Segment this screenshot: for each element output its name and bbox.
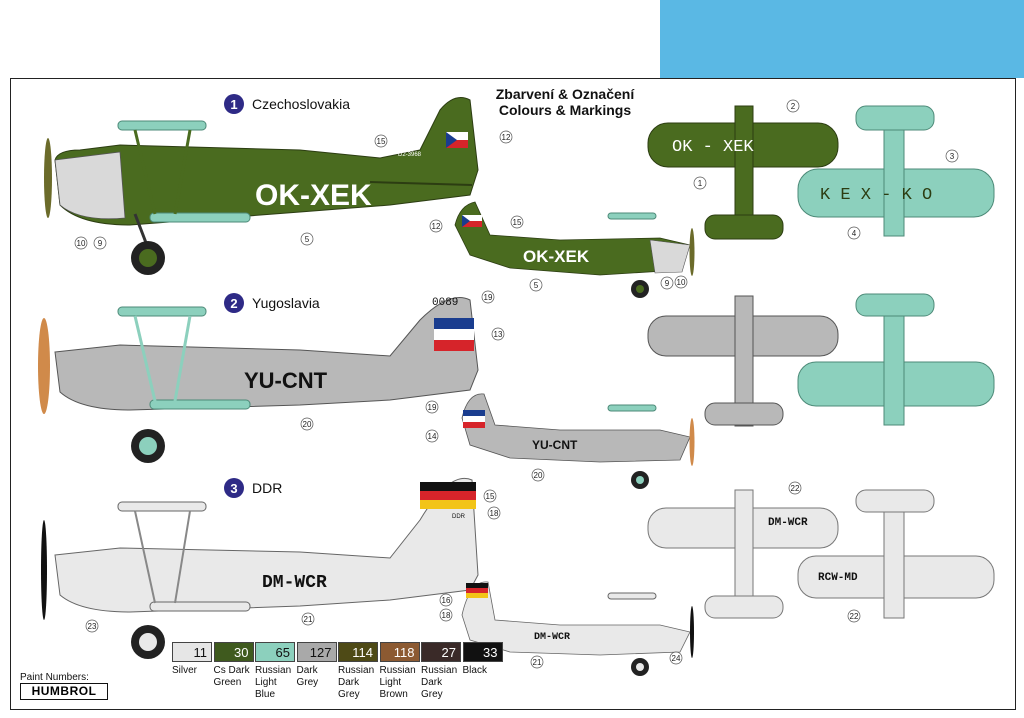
svg-text:18: 18 [490, 509, 499, 518]
svg-text:RCW-MD: RCW-MD [818, 572, 858, 584]
aircraft-1-plan-views: OK - XEK K E X - K O [647, 105, 995, 240]
svg-text:19: 19 [484, 293, 493, 302]
swatch-code: 114 [338, 642, 378, 662]
aircraft-3-side-small: DM-WCR [461, 581, 694, 676]
heading-czech: Zbarvení & Označení [495, 86, 635, 102]
scheme-number-badge: 1 [224, 94, 244, 114]
svg-text:16: 16 [442, 596, 451, 605]
swatch-name: Dark Grey [296, 665, 319, 688]
swatch-code: 127 [296, 642, 337, 662]
svg-text:DM-WCR: DM-WCR [768, 517, 808, 529]
svg-text:22: 22 [791, 484, 800, 493]
swatch-name: Russian Light Blue [255, 665, 292, 700]
svg-text:18: 18 [442, 611, 451, 620]
svg-text:YU-CNT: YU-CNT [532, 438, 578, 452]
paint-numbers-label: Paint Numbers: [20, 672, 89, 683]
svg-text:10: 10 [677, 278, 686, 287]
scheme-number-badge: 2 [224, 293, 244, 313]
svg-text:K E X - K O: K E X - K O [820, 186, 932, 205]
svg-text:DDR: DDR [452, 514, 466, 520]
aircraft-2-plan-views [647, 293, 995, 427]
aircraft-2-side-small: YU-CNT [461, 393, 695, 489]
svg-text:20: 20 [303, 420, 312, 429]
svg-text:5: 5 [534, 281, 539, 290]
svg-text:15: 15 [377, 137, 386, 146]
swatch-name: Black [462, 665, 487, 676]
aircraft-1-side-small: OK-XEK [454, 201, 695, 298]
svg-text:21: 21 [304, 615, 313, 624]
swatch-name: Silver [172, 665, 198, 676]
swatch-name: Russian Dark Grey [421, 665, 458, 700]
svg-text:2: 2 [791, 102, 796, 111]
scheme-3-title: 3 DDR [224, 478, 282, 498]
aircraft-3-plan-views: DM-WCR RCW-MD [647, 489, 995, 619]
swatch-code: 30 [213, 642, 254, 662]
svg-text:9: 9 [665, 279, 670, 288]
paint-swatch: 30 Cs Dark Green [213, 642, 254, 689]
svg-text:5: 5 [305, 235, 310, 244]
svg-text:22: 22 [850, 612, 859, 621]
svg-text:21: 21 [533, 658, 542, 667]
svg-text:OK - XEK: OK - XEK [672, 138, 754, 157]
svg-text:19: 19 [428, 403, 437, 412]
scheme-1-title: 1 Czechoslovakia [224, 94, 350, 114]
svg-text:YU-CNT: YU-CNT [244, 368, 328, 393]
svg-text:10: 10 [77, 239, 86, 248]
swatch-code: 118 [379, 642, 420, 662]
svg-text:0089: 0089 [432, 297, 458, 309]
aircraft-1-side-large: OK-XEK D2-3968 [44, 97, 479, 275]
svg-text:20: 20 [534, 471, 543, 480]
svg-text:4: 4 [852, 229, 857, 238]
aircraft-3-side-large: DDR DM-WCR [41, 478, 479, 659]
heading-english: Colours & Markings [498, 102, 632, 118]
scheme-2-title: 2 Yugoslavia [224, 293, 320, 313]
svg-text:12: 12 [432, 222, 441, 231]
svg-text:D2-3968: D2-3968 [398, 152, 422, 158]
scheme-country: Czechoslovakia [252, 96, 351, 112]
humbrol-brand: HUMBROL [20, 683, 108, 700]
swatch-code: 27 [421, 642, 461, 662]
swatch-name: Russian Dark Grey [338, 665, 375, 700]
svg-text:24: 24 [672, 654, 681, 663]
corner-accent [660, 0, 1024, 78]
svg-text:23: 23 [88, 622, 97, 631]
svg-text:12: 12 [502, 133, 511, 142]
svg-text:15: 15 [486, 492, 495, 501]
callout-markers: 15 12 5 10 9 12 15 5 9 10 2 1 3 4 19 13 … [74, 99, 959, 669]
scheme-country: DDR [252, 480, 283, 496]
svg-text:13: 13 [494, 330, 503, 339]
aircraft-2-side-large: 0089 YU-CNT [38, 297, 479, 463]
svg-text:15: 15 [513, 218, 522, 227]
svg-text:DM-WCR: DM-WCR [534, 632, 570, 643]
scheme-number-badge: 3 [224, 478, 244, 498]
swatch-name: Cs Dark Green [213, 665, 250, 688]
swatch-name: Russian Light Brown [379, 665, 416, 700]
svg-text:1: 1 [698, 179, 703, 188]
svg-text:OK-XEK: OK-XEK [255, 179, 372, 212]
svg-text:9: 9 [98, 239, 103, 248]
swatch-code: 65 [255, 642, 295, 662]
svg-text:DM-WCR: DM-WCR [262, 573, 327, 593]
swatch-code: 33 [462, 642, 503, 662]
swatch-code: 11 [172, 642, 212, 662]
svg-text:3: 3 [950, 152, 955, 161]
svg-text:OK-XEK: OK-XEK [523, 247, 590, 266]
sheet-heading: Zbarvení & Označení Colours & Markings [480, 86, 650, 118]
scheme-country: Yugoslavia [252, 295, 320, 311]
svg-text:14: 14 [428, 432, 437, 441]
